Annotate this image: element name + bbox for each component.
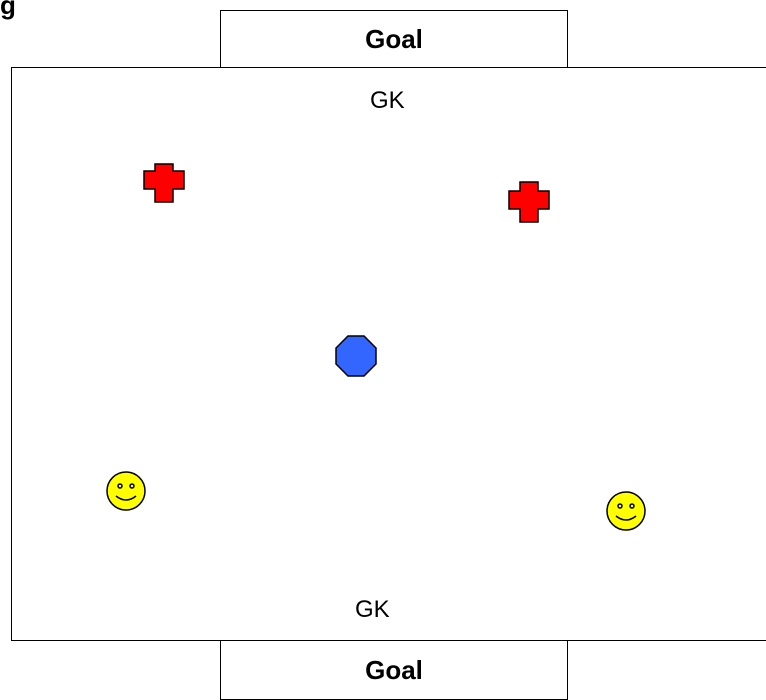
yellow-smiley-player-icon: [105, 470, 147, 512]
red-cross-player-icon: [508, 181, 550, 223]
bottom-goalkeeper-label: GK: [355, 596, 390, 623]
red-cross-player-icon: [143, 163, 185, 203]
yellow-smiley-player-icon: [605, 490, 647, 532]
bottom-goal-label: Goal: [365, 654, 423, 685]
top-goal-label: Goal: [365, 23, 423, 54]
clipped-heading-text: g: [0, 0, 16, 20]
pitch-field: [11, 67, 766, 641]
blue-octagon-ball-icon: [335, 335, 377, 377]
top-goal: Goal: [220, 10, 568, 68]
top-goalkeeper-label: GK: [370, 87, 405, 114]
bottom-goal: Goal: [220, 640, 568, 700]
